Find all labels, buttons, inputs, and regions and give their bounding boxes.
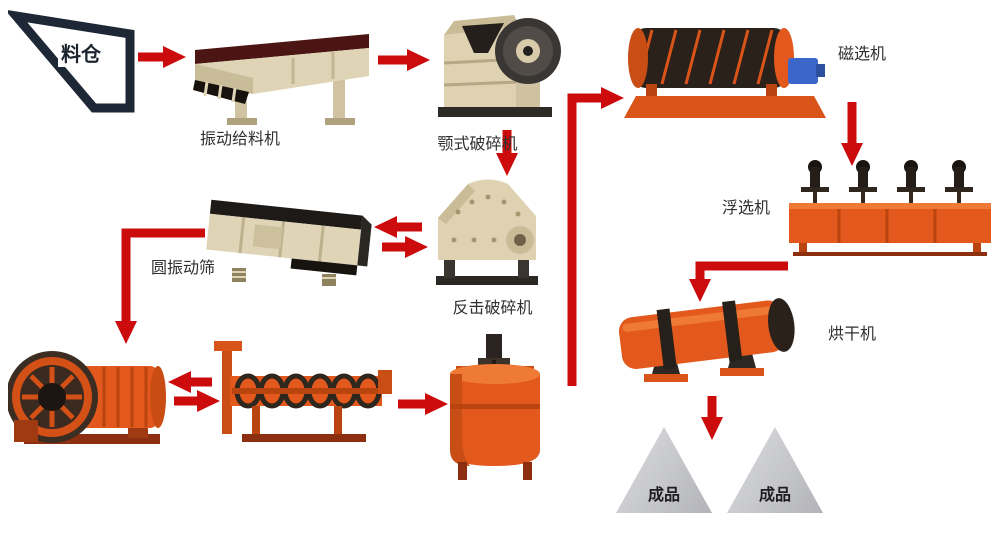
jaw-crusher-label: 颚式破碎机 [437,136,518,153]
flotation-machine-label: 浮选机 [721,200,770,217]
arrow-screen-to-ball-mill [115,228,205,344]
impact-crusher-label: 反击破碎机 [452,300,533,317]
agitator-units [801,160,973,208]
dryer-label: 烘干机 [827,326,876,343]
motor-icon [788,58,818,84]
product-right-label: 成品 [758,487,791,504]
product-left-label: 成品 [647,487,680,504]
jaw-crusher-illustration [424,5,566,134]
circular-vibrating-screen-illustration [202,196,374,293]
magnetic-separator-label: 磁选机 [838,46,887,63]
arrow-flotation-to-dryer [689,261,788,302]
dryer-illustration [608,280,810,399]
vibrating-feeder-illustration [183,22,375,135]
vibrating-feeder-label: 振动给料机 [199,131,280,148]
circular-vibrating-screen-label: 圆振动筛 [150,260,215,277]
magnetic-separator-illustration [618,20,832,131]
ball-mill-illustration [6,336,176,467]
spiral-classifier-illustration [208,338,396,453]
flotation-machine-illustration [785,155,995,262]
agitation-tank-illustration [440,330,550,489]
silo-label: 料仓 [58,38,104,67]
arrow-tank-to-magnetic-separator [567,87,624,386]
impact-crusher-illustration [424,170,552,301]
